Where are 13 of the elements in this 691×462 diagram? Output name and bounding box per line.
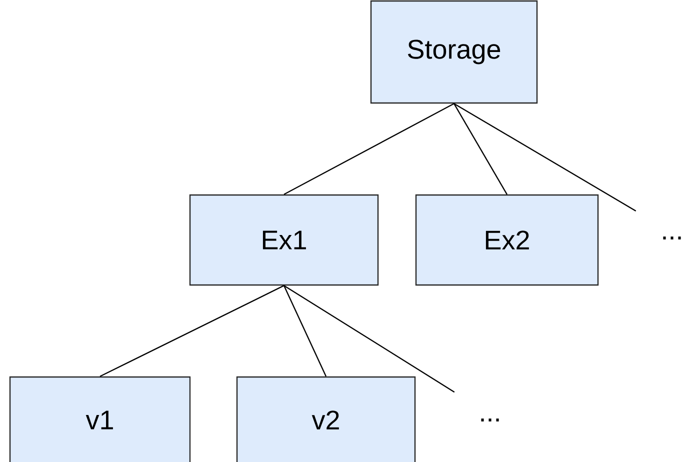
connector-line [283,285,327,377]
connector-line [453,103,508,195]
box: Ex1 [189,194,379,286]
box: Storage [370,0,538,104]
connector-line [100,285,284,377]
connector-line [284,103,454,195]
ellipsis-text: ... [481,418,499,422]
connector-line [454,103,636,212]
box: Ex2 [415,194,599,286]
box: v2 [236,376,416,462]
box: v1 [9,376,191,462]
ellipsis-text: ... [663,236,681,240]
connector-line [284,285,455,393]
